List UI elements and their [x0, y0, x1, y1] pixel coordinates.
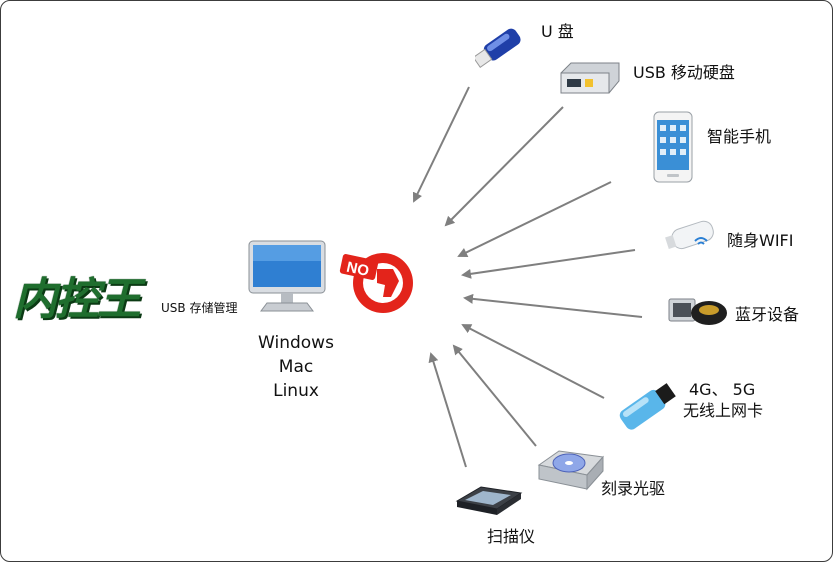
scanner-icon	[455, 486, 523, 515]
arrow-bluetooth	[463, 293, 643, 318]
logo-text: 内控王	[13, 274, 141, 325]
os-linux: Linux	[273, 381, 319, 401]
arrow-modem	[461, 324, 605, 399]
logo-subtitle: USB 存储管理	[161, 301, 238, 315]
label-wifi: 随身WIFI	[727, 231, 794, 250]
label-scanner: 扫描仪	[487, 527, 536, 546]
external-hard-drive-icon	[560, 62, 620, 94]
usb-flash-drive-icon	[475, 28, 521, 68]
label-optical: 刻录光驱	[601, 479, 666, 498]
os-windows: Windows	[258, 333, 334, 353]
no-hand-icon: NO	[339, 253, 413, 313]
arrow-wifi	[461, 249, 636, 279]
arrow-smartphone	[457, 181, 612, 257]
os-mac: Mac	[278, 357, 314, 377]
label-modem-line2: 无线上网卡	[683, 401, 764, 420]
label-bluetooth: 蓝牙设备	[735, 305, 800, 324]
os-list: Windows Mac Linux	[237, 331, 355, 403]
arrow-u-disk	[412, 86, 470, 203]
monitor-icon	[248, 240, 326, 312]
label-u-disk: U 盘	[541, 22, 574, 41]
bluetooth-adapter-icon	[668, 298, 727, 325]
arrow-optical	[452, 344, 537, 447]
optical-drive-icon	[537, 450, 604, 491]
arrow-usb-hdd	[444, 106, 564, 227]
usb-wifi-dongle-icon	[665, 220, 714, 250]
label-smartphone: 智能手机	[707, 127, 772, 146]
arrow-scanner	[428, 352, 467, 468]
smartphone-icon	[653, 111, 693, 183]
no-badge-text: NO	[345, 259, 371, 280]
usb-modem-icon	[619, 383, 676, 430]
label-usb-hdd: USB 移动硬盘	[633, 63, 735, 82]
label-modem-line1: 4G、 5G	[689, 380, 756, 399]
